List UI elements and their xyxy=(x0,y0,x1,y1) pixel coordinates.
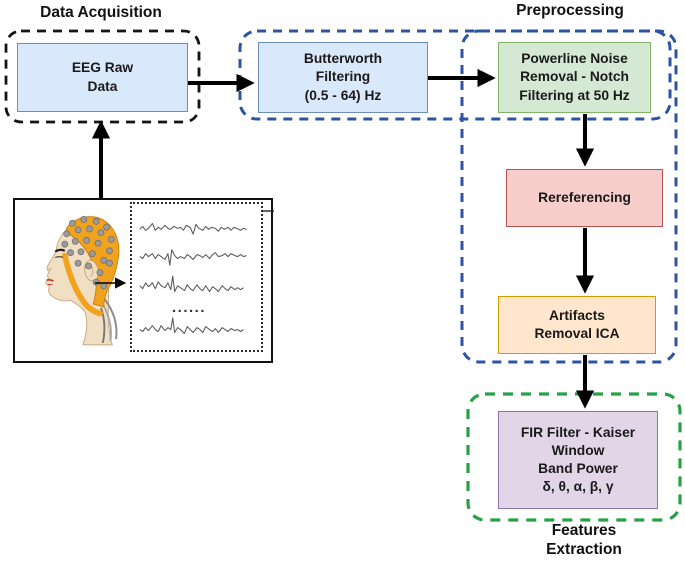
node-text: Removal ICA xyxy=(534,326,620,341)
eeg-trace-4 xyxy=(139,317,244,334)
node-text: Window xyxy=(551,442,605,458)
eeg-signals-panel: ...... xyxy=(130,202,263,352)
facial-features xyxy=(46,248,66,286)
eeg-trace-3 xyxy=(139,275,244,293)
more-channels-ellipsis: ...... xyxy=(172,299,207,316)
node-text: Filtering xyxy=(315,69,371,85)
node-text: Rereferencing xyxy=(538,189,631,205)
electrode-dots xyxy=(61,216,115,290)
eeg-setup-image-frame: ...... xyxy=(13,198,273,363)
node-text: Band Power xyxy=(538,461,618,476)
node-powerline-notch-filtering: Powerline Noise Removal - Notch Filterin… xyxy=(498,42,651,113)
node-text: Butterworth xyxy=(303,51,383,67)
preprocessing-label: Preprocessing xyxy=(516,2,624,19)
node-text: Powerline Noise xyxy=(521,51,628,67)
node-butterworth-filtering: Butterworth Filtering (0.5 - 64) Hz xyxy=(258,42,428,113)
eeg-trace-2 xyxy=(139,249,247,266)
data-acquisition-label: Data Acquisition xyxy=(40,4,162,21)
node-text: (0.5 - 64) Hz xyxy=(304,87,382,103)
eeg-trace-1 xyxy=(139,222,247,235)
eeg-wires xyxy=(100,298,118,344)
features-extraction-label: Features Extraction xyxy=(494,521,674,559)
features-label-line1: Features xyxy=(551,522,617,539)
node-text: δ, θ, α, β, γ xyxy=(542,479,614,495)
node-text: FIR Filter - Kaiser xyxy=(520,424,636,440)
head-with-eeg-cap-illustration xyxy=(45,216,120,346)
node-text: Data xyxy=(87,78,118,94)
node-artifacts-removal-ica: Artifacts Removal ICA xyxy=(498,296,656,354)
node-text: Removal - Notch xyxy=(520,69,629,85)
node-fir-filter-band-power: FIR Filter - Kaiser Window Band Power δ,… xyxy=(498,411,658,509)
node-eeg-raw-data: EEG Raw Data xyxy=(17,43,188,112)
features-label-line2: Extraction xyxy=(546,541,622,558)
node-text: Artifacts xyxy=(549,307,605,323)
cap-chin-strap xyxy=(61,252,103,317)
node-rereferencing: Rereferencing xyxy=(506,169,663,227)
node-text: Filtering at 50 Hz xyxy=(519,87,630,103)
node-text: EEG Raw xyxy=(71,60,134,76)
eeg-signal-traces xyxy=(139,222,247,334)
